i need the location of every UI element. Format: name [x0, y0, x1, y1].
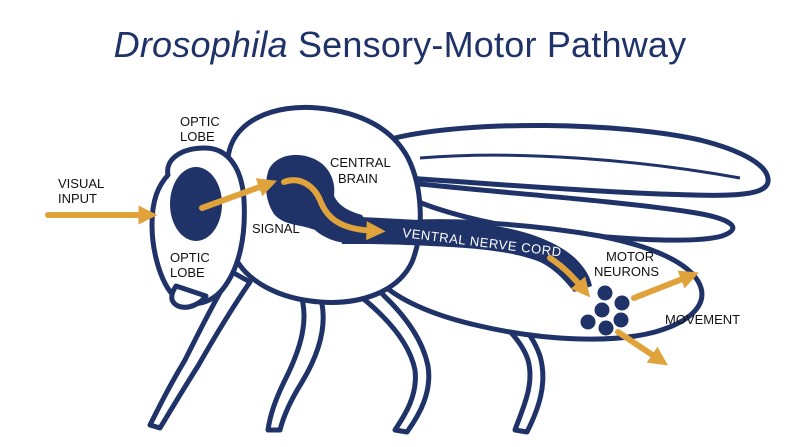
upper-wing	[392, 123, 771, 198]
optic-to-brain-arrow	[199, 178, 278, 211]
movement-label: MOVEMENT	[665, 312, 740, 327]
motor-neuron	[597, 285, 613, 301]
central-brain-label: CENTRAL BRAIN	[330, 155, 394, 186]
visual-input-label: VISUAL INPUT	[58, 176, 107, 206]
motor-neuron	[594, 302, 610, 318]
motor-neuron	[598, 320, 614, 336]
ventral-nerve-cord-shape	[340, 216, 592, 292]
motor-neuron	[614, 295, 630, 311]
title-rest: Sensory-Motor Pathway	[287, 24, 687, 65]
brain-to-cord-arrow	[281, 177, 386, 241]
motor-neuron-cluster	[580, 285, 630, 336]
mid-rear-leg	[357, 287, 432, 435]
movement-arrow-up	[631, 270, 699, 301]
motor-neuron	[580, 314, 596, 330]
cord-to-motor-arrow	[547, 255, 591, 298]
optic-lobe-bottom-label: OPTIC LOBE	[170, 250, 213, 280]
optic-lobe-shape	[170, 167, 222, 241]
wing-vein	[419, 153, 741, 180]
middle-leg	[265, 287, 326, 433]
optic-lobe-top-label: OPTIC LOBE	[180, 114, 223, 144]
motor-neuron	[613, 312, 629, 328]
diagram-title: Drosophila Sensory-Motor Pathway	[0, 24, 800, 66]
signal-label: SIGNAL	[252, 221, 300, 236]
proboscis	[169, 283, 209, 310]
front-leg	[147, 269, 253, 431]
wings	[392, 123, 771, 243]
title-italic: Drosophila	[113, 24, 288, 65]
signal-arrows	[45, 177, 699, 366]
movement-arrow-down	[615, 329, 668, 366]
motor-neurons-label: MOTOR NEURONS	[594, 249, 659, 279]
